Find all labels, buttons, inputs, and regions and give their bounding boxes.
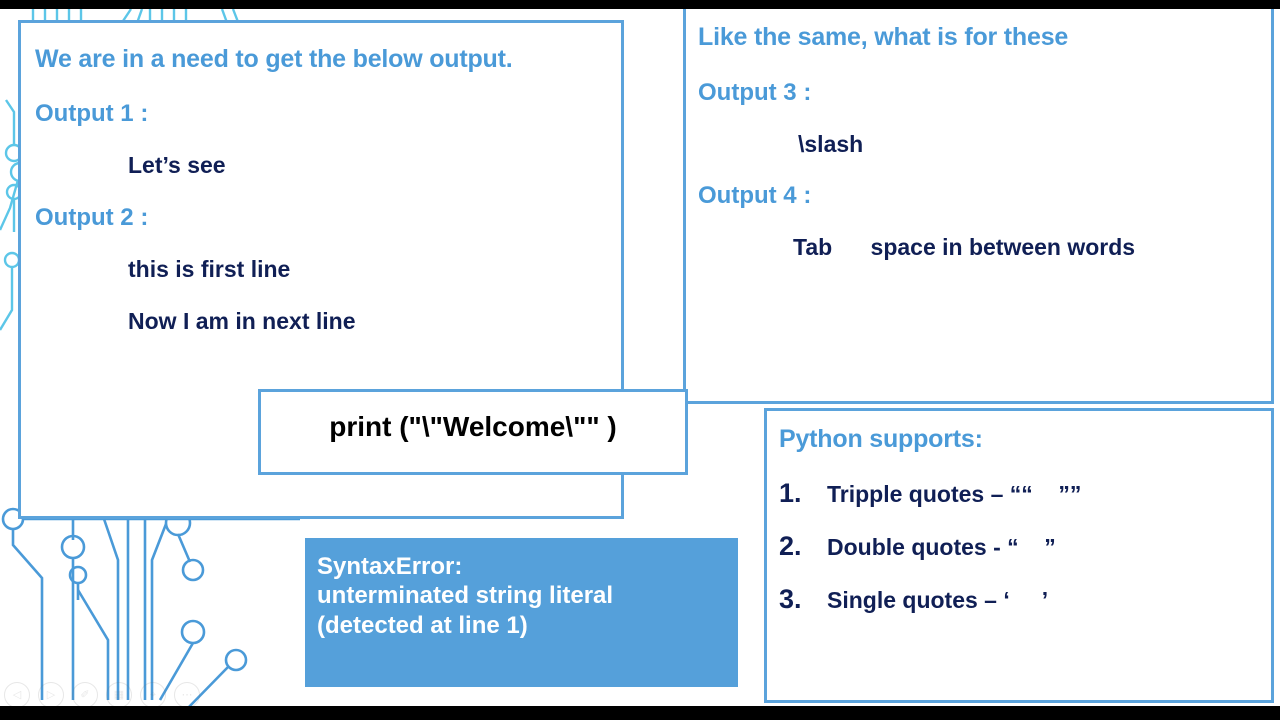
list-item-label: Double quotes - “ ” [827, 534, 1056, 560]
output-4-line-1: Tab space in between words [793, 234, 1136, 260]
output-2-label: Output 2 : [35, 204, 149, 231]
code-snippet-box: print ("\"Welcome\"" ) [258, 389, 688, 475]
list-item-number: 2. [779, 531, 802, 561]
error-line-3: (detected at line 1) [317, 611, 528, 639]
quote-types-list: 1. Tripple quotes – ““ ”” 2. Double quot… [779, 478, 1271, 615]
output-1-label: Output 1 : [35, 100, 149, 127]
python-supports-panel: Python supports: 1. Tripple quotes – ““ … [764, 408, 1274, 703]
code-snippet-text: print ("\"Welcome\"" ) [329, 411, 617, 442]
right-panel-heading: Like the same, what is for these [698, 23, 1069, 51]
pen-icon[interactable]: ✐ [72, 682, 98, 708]
python-supports-heading: Python supports: [779, 425, 983, 453]
list-item-label: Tripple quotes – ““ ”” [827, 481, 1082, 507]
play-icon[interactable]: ▷ [38, 682, 64, 708]
prev-icon[interactable]: ◁ [4, 682, 30, 708]
output-2-line-2: Now I am in next line [128, 308, 356, 334]
pointer-icon[interactable]: ⌖ [140, 682, 166, 708]
more-icon[interactable]: ⋯ [174, 682, 200, 708]
list-item: 3. Single quotes – ‘ ’ [779, 584, 1271, 615]
list-item-number: 1. [779, 478, 802, 508]
left-panel-heading: We are in a need to get the below output… [35, 45, 513, 73]
output-2-line-1: this is first line [128, 256, 291, 282]
right-output-panel: Like the same, what is for these Output … [683, 9, 1274, 404]
output-4-label: Output 4 : [698, 182, 812, 209]
error-line-1: SyntaxError: [317, 553, 463, 580]
list-item-label: Single quotes – ‘ ’ [827, 587, 1049, 613]
output-1-line-1: Let’s see [128, 152, 226, 178]
letterbox-top [0, 0, 1280, 9]
error-line-2: unterminated string literal [317, 582, 614, 610]
list-item-number: 3. [779, 584, 802, 614]
grid-icon[interactable]: ▦ [106, 682, 132, 708]
syntax-error-callout: SyntaxError: unterminated string literal… [305, 538, 738, 687]
output-3-line-1: \slash [798, 131, 864, 157]
list-item: 1. Tripple quotes – ““ ”” [779, 478, 1271, 509]
list-item: 2. Double quotes - “ ” [779, 531, 1271, 562]
player-controls[interactable]: ◁ ▷ ✐ ▦ ⌖ ⋯ [4, 682, 200, 708]
letterbox-bottom [0, 706, 1280, 720]
output-3-label: Output 3 : [698, 79, 812, 106]
